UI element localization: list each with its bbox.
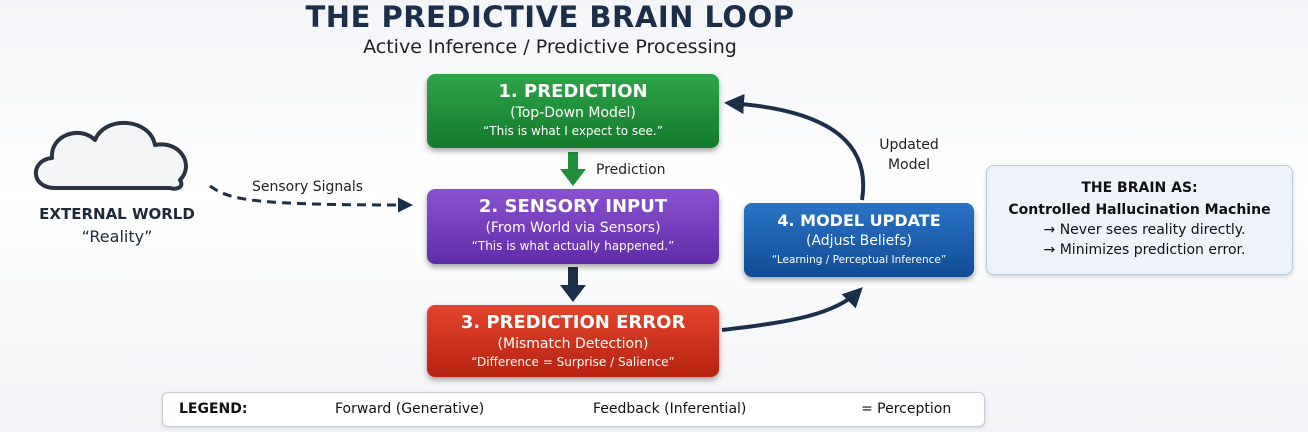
info-point: → Minimizes prediction error. — [1043, 242, 1246, 258]
update-heading: 4. MODEL UPDATE — [777, 211, 941, 230]
legend-forward-text: Forward (Generative) — [335, 401, 485, 417]
legend-label: LEGEND: — [179, 401, 248, 417]
prediction-sub: (Top-Down Model) — [510, 105, 636, 121]
legend-feedback-text: Feedback (Inferential) — [593, 401, 747, 417]
sensory-quote: “This is what actually happened.” — [471, 239, 675, 253]
sensory-signals-arrow — [209, 184, 413, 213]
brain-info-panel: THE BRAIN AS: Controlled Hallucination M… — [986, 165, 1293, 275]
error-heading: 3. PREDICTION ERROR — [460, 312, 686, 333]
feedback-arrow-down — [560, 267, 586, 302]
update-sub: (Adjust Beliefs) — [806, 233, 912, 249]
external-world-sub: “Reality” — [81, 227, 153, 246]
info-title: THE BRAIN AS: — [1081, 180, 1198, 196]
legend: LEGEND: Forward (Generative) Feedback (I… — [162, 392, 985, 427]
sensory-signals-label: Sensory Signals — [252, 179, 364, 195]
info-subtitle: Controlled Hallucination Machine — [1008, 202, 1271, 218]
info-point: → Never sees reality directly. — [1043, 222, 1246, 238]
sensory-input-box: 2. SENSORY INPUT (From World via Sensors… — [427, 189, 719, 264]
update-quote: “Learning / Perceptual Inference” — [771, 254, 947, 266]
error-quote: “Difference = Surprise / Salience” — [471, 355, 675, 369]
legend-perception-text: = Perception — [861, 401, 952, 417]
prediction-heading: 1. PREDICTION — [498, 81, 648, 102]
prediction-arrow — [560, 152, 586, 186]
error-sub: (Mismatch Detection) — [497, 336, 649, 352]
prediction-label: Prediction — [596, 162, 666, 178]
prediction-box: 1. PREDICTION (Top-Down Model) “This is … — [427, 74, 719, 148]
updated-label: Updated — [879, 137, 939, 153]
external-world-label: EXTERNAL WORLD — [39, 205, 195, 223]
prediction-quote: “This is what I expect to see.” — [483, 124, 663, 138]
error-to-update-arrow — [721, 287, 863, 332]
model-update-box: 4. MODEL UPDATE (Adjust Beliefs) “Learni… — [744, 203, 974, 277]
page-title: THE PREDICTIVE BRAIN LOOP — [305, 0, 795, 34]
prediction-error-box: 3. PREDICTION ERROR (Mismatch Detection)… — [427, 305, 719, 377]
page-subtitle: Active Inference / Predictive Processing — [363, 36, 737, 58]
update-to-prediction-arrow — [724, 94, 866, 201]
sensory-sub: (From World via Sensors) — [485, 220, 661, 236]
sensory-heading: 2. SENSORY INPUT — [478, 196, 668, 217]
model-label: Model — [887, 157, 931, 173]
cloud-icon — [33, 121, 188, 191]
